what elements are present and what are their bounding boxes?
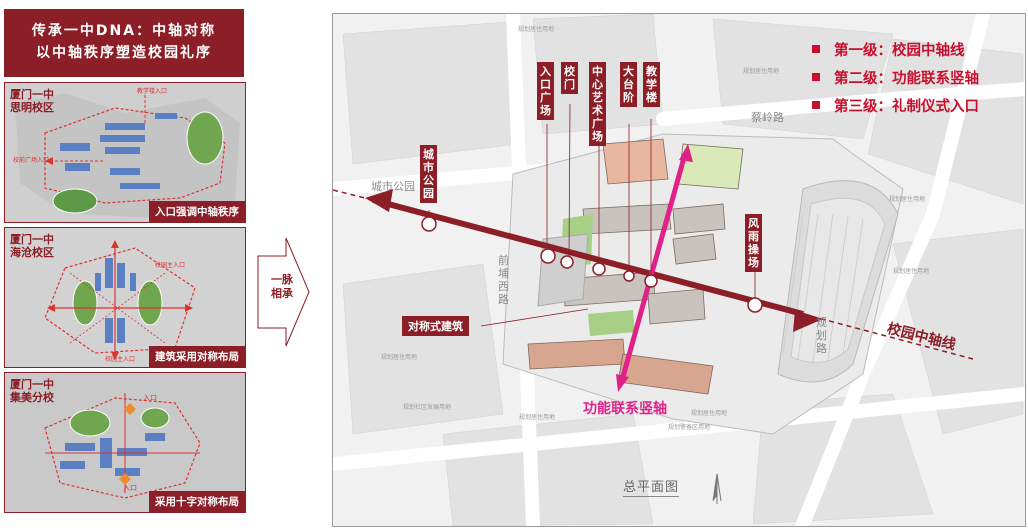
campus-label-jimei-2: 入口 — [123, 484, 137, 492]
legend-square-icon — [812, 101, 820, 109]
inheritance-text: 一脉 相承 — [271, 273, 293, 300]
label-teaching-building: 教 学 楼 — [643, 62, 660, 107]
reference-title-box: 传承一中DNA：中轴对称 以中轴秩序塑造校园礼序 — [4, 9, 244, 77]
label-arts-plaza: 中 心 艺 术 广 场 — [589, 62, 606, 146]
campus-name-siming: 厦门一中 思明校区 — [10, 88, 54, 114]
site-plan-drawing — [333, 14, 1025, 526]
reference-title-line-2: 以中轴秩序塑造校园礼序 — [36, 45, 212, 61]
legend-label-1: 第一级：校园中轴线 — [834, 42, 965, 59]
campus-caption-haicang: 建筑采用对称布局 — [149, 346, 245, 367]
campus-map-haicang — [5, 228, 245, 367]
legend-item-1: 第一级：校园中轴线 — [812, 35, 979, 63]
campus-label-haicang-2: 校园主入口 — [105, 356, 136, 363]
reference-title-line-1: 传承一中DNA：中轴对称 — [31, 23, 217, 39]
campus-panel-haicang: 厦门一中 海沧校区 校园主入口 校园主入口 建筑采用对称布局 — [4, 227, 246, 368]
label-entrance-plaza: 入 口 广 场 — [537, 62, 554, 120]
label-residential-left: 规划居住用地 — [381, 354, 418, 361]
reference-campuses-column: 传承一中DNA：中轴对称 以中轴秩序塑造校园礼序 厦门一中 思明校区 教学楼入口… — [0, 0, 246, 531]
symmetric-building-tag: 对称式建筑 — [402, 316, 469, 336]
label-residential-top2: 规划居住用地 — [743, 68, 780, 75]
label-community: 规划社区发展用地 — [403, 404, 452, 411]
legend-item-2: 第二级：功能联系竖轴 — [812, 63, 979, 91]
vertical-axis-label: 功能联系竖轴 — [583, 401, 667, 417]
site-plan: 城市公园 前 埔 西 路 蔡岭路 规 划 路 规划居住用地 规划居住用地 规划居… — [332, 13, 1026, 527]
campus-label-jimei-1: 入口 — [143, 394, 157, 402]
legend-square-icon — [812, 73, 820, 81]
label-residential-top: 规划居住用地 — [518, 26, 555, 33]
label-residential-bottom-right: 规划居住用地 — [691, 410, 728, 417]
label-residential-right: 规划居住用地 — [889, 196, 926, 203]
label-res-bottom: 规划居住用地 — [519, 414, 556, 421]
legend-square-icon — [812, 45, 820, 53]
campus-name-jimei: 厦门一中 集美分校 — [10, 378, 54, 404]
legend-label-2: 第二级：功能联系竖轴 — [834, 70, 979, 87]
campus-panel-jimei: 厦门一中 集美分校 入口 入口 采用十字对称布局 — [4, 372, 246, 513]
label-gate: 校 门 — [561, 62, 578, 94]
street-qianpu-west: 前 埔 西 路 — [498, 254, 509, 306]
street-caiqi: 蔡岭路 — [751, 111, 784, 124]
street-east-road: 规 划 路 — [816, 316, 827, 355]
label-steps: 大 台 阶 — [620, 62, 637, 107]
label-canopy-field: 风 雨 操 场 — [745, 214, 762, 272]
campus-label-siming-1: 教学楼入口 — [137, 88, 168, 95]
axis-legend: 第一级：校园中轴线 第二级：功能联系竖轴 第三级：礼制仪式入口 — [812, 35, 979, 119]
campus-map-siming — [5, 83, 245, 222]
campus-panel-siming: 厦门一中 思明校区 教学楼入口 校前广场入口 入口强调中轴秩序 — [4, 82, 246, 223]
legend-item-3: 第三级：礼制仪式入口 — [812, 91, 979, 119]
label-residential-right2: 规划居住用地 — [893, 268, 930, 275]
campus-caption-siming: 入口强调中轴秩序 — [149, 201, 245, 222]
campus-map-jimei — [5, 373, 245, 512]
site-plan-title: 总平面图 — [623, 476, 680, 497]
label-police: 规划警备区用地 — [668, 424, 711, 431]
campus-name-haicang: 厦门一中 海沧校区 — [10, 233, 54, 259]
label-city-park: 城 市 公 园 — [420, 145, 437, 203]
legend-label-3: 第三级：礼制仪式入口 — [834, 98, 979, 115]
inheritance-arrow-icon — [257, 237, 310, 347]
campus-caption-jimei: 采用十字对称布局 — [149, 491, 245, 512]
street-city-park: 城市公园 — [371, 180, 415, 193]
campus-label-siming-2: 校前广场入口 — [13, 157, 50, 164]
campus-label-haicang-1: 校园主入口 — [155, 262, 186, 269]
